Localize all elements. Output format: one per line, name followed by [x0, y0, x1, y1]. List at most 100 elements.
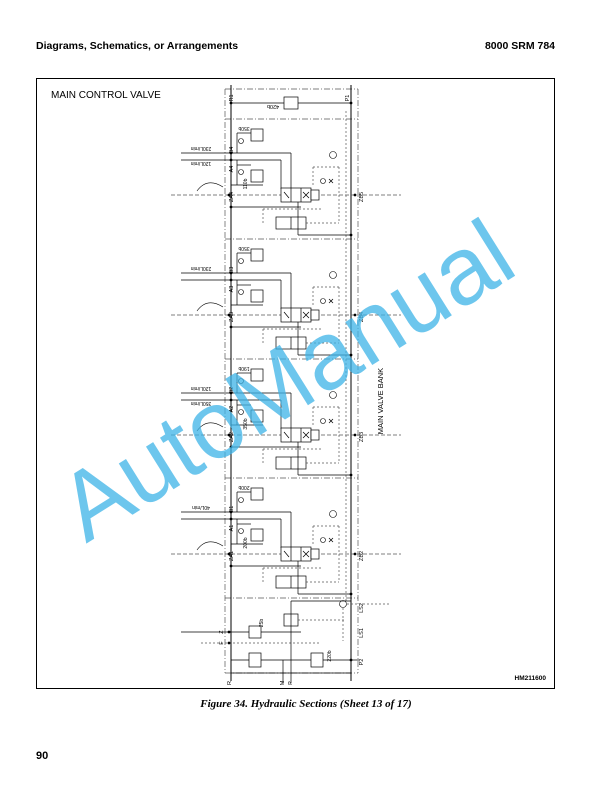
pilot-relief-valve-icon	[248, 625, 262, 639]
check-valve-icon	[238, 378, 244, 384]
junction-dot	[349, 658, 353, 662]
junction-dot	[229, 278, 233, 282]
junction-dot	[349, 233, 353, 237]
junction-dot	[353, 313, 357, 317]
flow-rate-label-a: 350L/min	[191, 400, 212, 406]
pilot-arc	[196, 422, 224, 432]
port-label-b: B4	[229, 147, 235, 154]
junction-dot	[353, 552, 357, 556]
spring-icon	[310, 309, 320, 321]
shuttle-valve-icon	[339, 600, 347, 608]
port-label-r1: R1	[229, 94, 235, 101]
flow-arrow	[302, 311, 310, 319]
flow-arrow	[283, 431, 290, 439]
shuttle-valve-icon	[329, 391, 337, 399]
port-label-m: M	[280, 680, 286, 685]
port-label-b: B1	[229, 506, 235, 513]
port-relief-valve-icon	[250, 487, 264, 501]
junction-dot	[227, 641, 231, 645]
header-manual-id: 8000 SRM 784	[484, 40, 555, 52]
check-valve-icon	[238, 289, 244, 295]
junction-dot	[349, 101, 353, 105]
orifice-icon	[328, 298, 334, 304]
relief-pressure-label-b: 200b	[238, 484, 249, 490]
check-valve-icon	[238, 497, 244, 503]
flow-rate-label-a: 120L/min	[191, 160, 212, 166]
port-label-p: P	[288, 681, 294, 685]
relief-pressure-label-a: 200b	[243, 537, 249, 548]
flow-arrow	[283, 191, 290, 199]
relief-valve-icon	[248, 652, 262, 668]
relief-pressure-label-b: 350b	[238, 245, 249, 251]
relief-pressure-label: 420b	[267, 103, 279, 109]
relief-pressure-label-b: 350b	[238, 125, 249, 131]
flow-rate-label-b: 40L/min	[192, 504, 210, 510]
junction-dot	[229, 158, 233, 162]
port-label-b: B3	[229, 267, 235, 274]
port-relief-valve-icon	[250, 409, 264, 423]
junction-dot	[229, 564, 233, 568]
directional-spool-valve-icon	[280, 307, 312, 323]
port-label-f: F	[219, 641, 225, 645]
junction-dot	[349, 353, 353, 357]
port-label-b: B2	[229, 387, 235, 394]
junction-dot	[227, 630, 231, 634]
check-valve-icon	[238, 169, 244, 175]
junction-dot	[229, 101, 233, 105]
pilot-arc	[196, 302, 224, 312]
pilot-arc	[196, 541, 224, 551]
relief-pressure-label-p: 220b	[327, 650, 333, 661]
port-label-a: A2	[229, 406, 235, 413]
port-label-ls2: LS2	[359, 603, 365, 613]
page-number: 90	[36, 750, 49, 762]
port-label-a: A4	[229, 166, 235, 173]
junction-dot	[229, 151, 233, 155]
relief-pressure-label-z: 25b	[259, 619, 265, 628]
junction-dot	[349, 473, 353, 477]
junction-dot	[229, 510, 233, 514]
port-label-za: ZA3	[229, 312, 235, 322]
port-label-r: R	[227, 681, 233, 685]
relief-pressure-label-b: 190b	[238, 365, 249, 371]
check-valve-icon	[320, 418, 326, 424]
shuttle-valve-icon	[329, 271, 337, 279]
port-relief-valve-icon	[250, 128, 264, 142]
valve-bank-label: MAIN VALVE BANK	[376, 368, 385, 434]
junction-dot	[353, 193, 357, 197]
check-valve-icon	[238, 528, 244, 534]
shuttle-valve-icon	[329, 151, 337, 159]
port-label-p1: P1	[345, 95, 351, 102]
junction-dot	[349, 592, 353, 596]
header-section-title: Diagrams, Schematics, or Arrangements	[36, 40, 239, 52]
junction-dot	[353, 433, 357, 437]
flow-rate-label-b: 230L/min	[191, 265, 212, 271]
junction-dot	[229, 517, 233, 521]
port-label-p2: P2	[359, 659, 365, 666]
junction-dot	[229, 271, 233, 275]
port-label-za: ZA2	[229, 432, 235, 442]
spring-icon	[310, 548, 320, 560]
port-label-za: ZA4	[229, 192, 235, 202]
flow-arrow	[302, 191, 310, 199]
port-label-za: ZA1	[229, 551, 235, 561]
port-relief-valve-icon	[250, 528, 264, 542]
orifice-icon	[328, 418, 334, 424]
directional-spool-valve-icon	[280, 187, 312, 203]
orifice-icon	[328, 537, 334, 543]
relief-pressure-label-a: 350b	[243, 418, 249, 429]
figure-caption: Figure 34. Hydraulic Sections (Sheet 13 …	[200, 698, 412, 710]
check-valve-icon	[320, 298, 326, 304]
check-valve-icon	[238, 409, 244, 415]
junction-dot	[229, 398, 233, 402]
port-relief-valve-icon	[250, 169, 264, 183]
flow-arrow	[302, 431, 310, 439]
figure-id: HM211600	[514, 675, 546, 682]
check-valve-icon	[238, 138, 244, 144]
flow-arrow	[283, 550, 290, 558]
junction-dot	[229, 325, 233, 329]
junction-dot	[229, 445, 233, 449]
junction-dot	[229, 205, 233, 209]
shuttle-valve-icon	[329, 510, 337, 518]
